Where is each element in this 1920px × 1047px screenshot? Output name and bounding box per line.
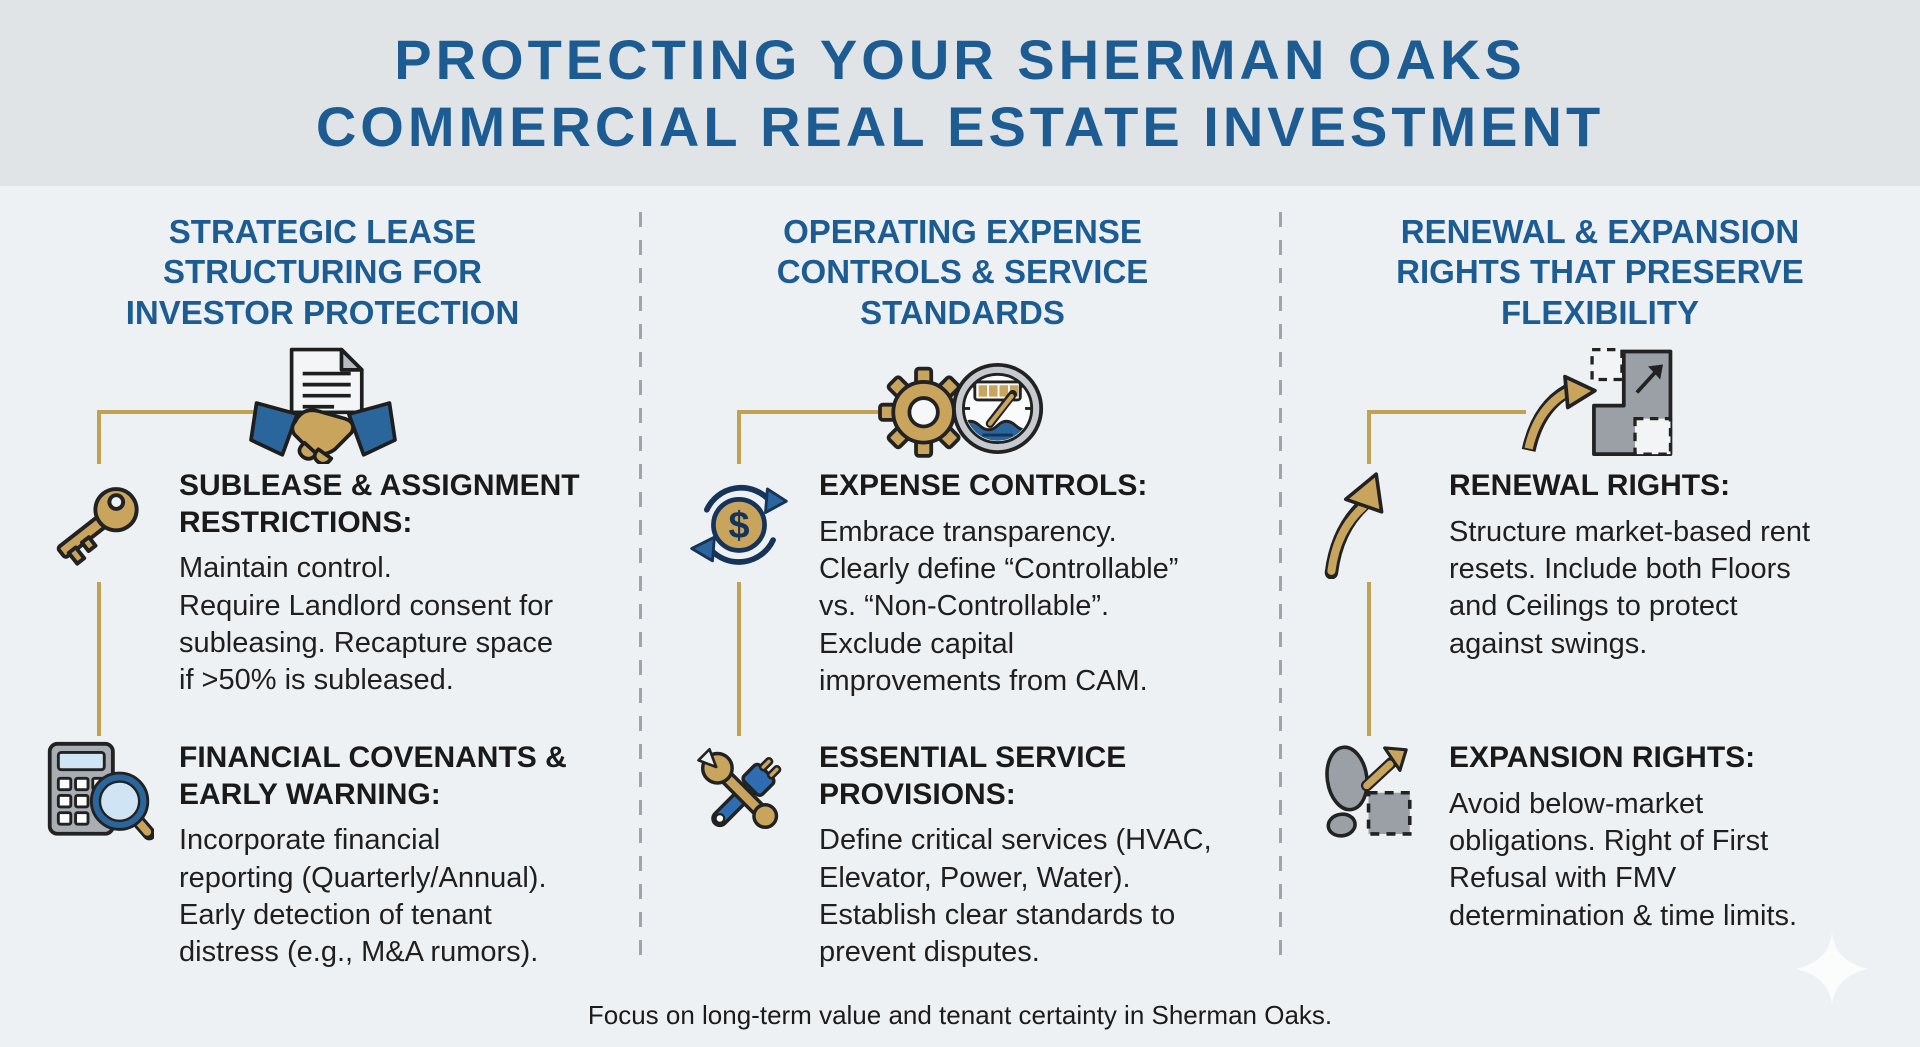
block-service-text: ESSENTIAL SERVICE PROVISIONS: Define cri… <box>819 736 1258 972</box>
block-heading: EXPANSION RIGHTS: <box>1449 741 1756 774</box>
svg-text:$: $ <box>728 505 749 547</box>
key-icon <box>43 464 155 582</box>
block-expense-controls: $ EXPENSE CONTROLS: Embrace transparency… <box>683 464 1258 701</box>
main-title: PROTECTING YOUR SHERMAN OAKS COMMERCIAL … <box>315 27 1605 158</box>
block-heading: EXPENSE CONTROLS: <box>819 469 1148 502</box>
header-band: PROTECTING YOUR SHERMAN OAKS COMMERCIAL … <box>0 0 1920 186</box>
column-2-header: OPERATING EXPENSE CONTROLS & SERVICE STA… <box>776 213 1149 331</box>
wrench-plug-icon <box>683 736 795 854</box>
floorplan-expansion-icon <box>1295 344 1905 470</box>
dollar-cycle-icon: $ <box>683 464 795 582</box>
block-heading: FINANCIAL COVENANTS & EARLY WARNING: <box>179 741 567 811</box>
block-body: Avoid below-market obligations. Right of… <box>1449 787 1798 932</box>
column-1-header: STRATEGIC LEASE STRUCTURING FOR INVESTOR… <box>125 213 520 331</box>
gear-gauge-icon <box>665 344 1260 472</box>
calculator-magnifier-icon <box>43 736 155 854</box>
contract-handshake-icon <box>25 344 620 464</box>
block-renewal-text: RENEWAL RIGHTS: Structure market-based r… <box>1449 464 1903 663</box>
sparkle-icon <box>1796 933 1868 1005</box>
growth-arrow-icon <box>1313 464 1425 582</box>
column-lease-structuring: STRATEGIC LEASE STRUCTURING FOR INVESTOR… <box>25 186 620 1047</box>
block-sublease: SUBLEASE & ASSIGNMENT RESTRICTIONS: Main… <box>43 464 618 700</box>
block-heading: RENEWAL RIGHTS: <box>1449 469 1731 502</box>
block-sublease-text: SUBLEASE & ASSIGNMENT RESTRICTIONS: Main… <box>179 464 618 700</box>
block-financial-covenants: FINANCIAL COVENANTS & EARLY WARNING: Inc… <box>43 736 618 972</box>
block-financial-text: FINANCIAL COVENANTS & EARLY WARNING: Inc… <box>179 736 618 972</box>
block-body: Maintain control. Require Landlord conse… <box>179 552 554 697</box>
column-divider-1 <box>639 212 642 964</box>
block-renewal-rights: RENEWAL RIGHTS: Structure market-based r… <box>1313 464 1903 663</box>
block-body: Structure market-based rent resets. Incl… <box>1449 515 1811 660</box>
block-body: Incorporate financial reporting (Quarter… <box>179 824 547 969</box>
block-body: Define critical services (HVAC, Elevator… <box>819 824 1212 969</box>
block-body: Embrace transparency. Clearly define “Co… <box>819 515 1179 698</box>
block-heading: SUBLEASE & ASSIGNMENT RESTRICTIONS: <box>179 469 580 539</box>
block-expense-text: EXPENSE CONTROLS: Embrace transparency. … <box>819 464 1258 701</box>
footprint-expansion-icon <box>1313 736 1425 854</box>
column-renewal-expansion: RENEWAL & EXPANSION RIGHTS THAT PRESERVE… <box>1295 186 1905 1047</box>
column-3-header: RENEWAL & EXPANSION RIGHTS THAT PRESERVE… <box>1396 213 1804 331</box>
block-expansion-rights: EXPANSION RIGHTS: Avoid below-market obl… <box>1313 736 1903 935</box>
block-expansion-text: EXPANSION RIGHTS: Avoid below-market obl… <box>1449 736 1903 935</box>
footer-tagline: Focus on long-term value and tenant cert… <box>587 1000 1333 1030</box>
block-essential-service: ESSENTIAL SERVICE PROVISIONS: Define cri… <box>683 736 1258 972</box>
block-heading: ESSENTIAL SERVICE PROVISIONS: <box>819 741 1127 811</box>
column-expense-controls: OPERATING EXPENSE CONTROLS & SERVICE STA… <box>665 186 1260 1047</box>
column-divider-2 <box>1279 212 1282 964</box>
